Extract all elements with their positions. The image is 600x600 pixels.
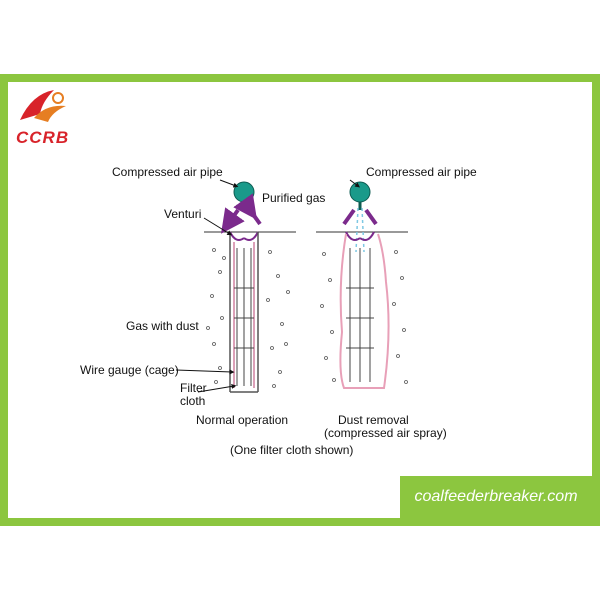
label-dust-removal-2: (compressed air spray): [324, 426, 447, 440]
label-filter-cloth-1: Filter: [180, 381, 207, 395]
label-compressed-air-pipe-right: Compressed air pipe: [366, 165, 477, 179]
logo-text: CCRB: [16, 128, 70, 147]
leader-lines: [175, 179, 360, 393]
normal-operation-filter: [204, 181, 296, 393]
green-frame: CCRB: [0, 74, 600, 526]
label-dust-removal-1: Dust removal: [338, 413, 409, 427]
dust-particles: [206, 248, 408, 388]
website-link[interactable]: coalfeederbreaker.com: [400, 476, 592, 518]
label-purified-gas: Purified gas: [262, 191, 326, 205]
label-compressed-air-pipe-left: Compressed air pipe: [112, 165, 223, 179]
label-filter-cloth-2: cloth: [180, 394, 206, 408]
label-venturi: Venturi: [164, 207, 202, 221]
bag-filter-diagram: [175, 179, 408, 393]
label-footnote: (One filter cloth shown): [230, 443, 354, 457]
label-gas-with-dust: Gas with dust: [126, 319, 199, 333]
diagram-panel: CCRB: [8, 82, 592, 518]
nozzle-left-icon: [233, 181, 255, 203]
ccrb-logo-icon: [20, 90, 66, 122]
label-normal-operation: Normal operation: [196, 413, 289, 427]
label-wire-gauge: Wire gauge (cage): [80, 363, 179, 377]
nozzle-right-icon: [349, 181, 371, 203]
dust-removal-filter: [316, 181, 408, 389]
